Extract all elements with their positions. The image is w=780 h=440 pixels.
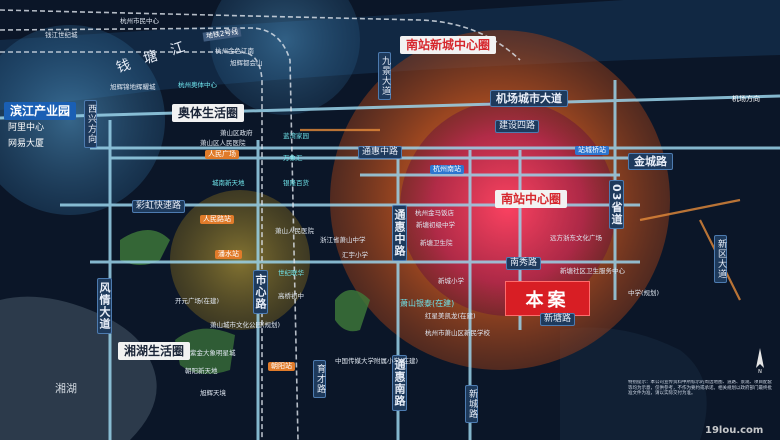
poi-century-lianhua: 世纪联华 (278, 269, 304, 277)
road-jianshe4: 建设四路 (495, 120, 540, 133)
station-renmin-road: 人民路站 (200, 215, 234, 224)
binjiang-circle (0, 25, 165, 215)
zone-olympic-life: 奥体生活圈 (172, 104, 245, 122)
poi-gov: 萧山区政府 (220, 129, 253, 137)
poi-olympic: 杭州奥体中心 (178, 81, 217, 89)
poi-yinlong: 银隆百货 (283, 179, 309, 187)
disclaimer-text: 特别提示：本公司宣传资料中所标示的周边地图、道路、景观、项目配套等均为示意，仅供… (628, 380, 772, 397)
poi-chaoyang-new: 朝阳新天地 (185, 367, 218, 375)
poi-zijin: 紫金大象明星城 (190, 349, 236, 357)
road-tonghui-south: 通惠南路 (392, 355, 407, 411)
lake-label: 湘湖 (55, 382, 77, 395)
road-xinqu: 新区大道 (714, 235, 727, 283)
road-jiujing: 九景大道 (378, 52, 391, 100)
poi-people-hospital: 萧山人民医院 (275, 227, 314, 235)
binjiang-sub-1: 阿里中心 (8, 123, 45, 133)
poi-middle-school-plan: 中学(规划) (628, 289, 660, 297)
road-03: 03省道 (609, 180, 624, 230)
zone-xianghu-life: 湘湖生活圈 (118, 342, 191, 360)
watermark: 19lou.com (705, 425, 764, 436)
station-jincheng: 站城桥站 (575, 146, 609, 155)
poi-gaoqiao: 高桥初中 (278, 292, 304, 300)
poi-civic-center: 杭州市民中心 (120, 17, 159, 25)
poi-qianjiang-city: 钱江世纪城 (45, 31, 78, 39)
binjiang-sub-2: 网易大厦 (8, 139, 45, 149)
olympic-circle (210, 0, 360, 115)
road-nanxiu: 南秀路 (506, 257, 542, 270)
road-shixin: 市心路 (253, 270, 268, 314)
airport-direction: 机场方向 (732, 95, 760, 103)
road-xincheng: 新城路 (465, 385, 478, 423)
zone-binjiang-industry: 滨江产业园 (4, 102, 77, 120)
poi-culture-park: 萧山城市文化公园(规划) (210, 321, 281, 329)
station-panshui: 潘水站 (215, 250, 242, 259)
station-south: 杭州南站 (430, 165, 464, 174)
poi-jinse-jiangnan: 杭州金色江南 (215, 47, 254, 55)
road-tonghui-middle: 通惠中路 (392, 205, 407, 261)
road-tonghui-middle-h: 通惠中路 (358, 146, 403, 159)
road-airport-avenue: 机场城市大道 (490, 90, 568, 107)
zone-south-station-core: 南站中心圈 (495, 190, 568, 208)
xianghu-circle (170, 190, 310, 330)
zone-south-new-city: 南站新城中心圈 (400, 36, 497, 54)
poi-renmin-hospital: 萧山区人民医院 (200, 139, 246, 147)
poi-xiaoshan-middle: 浙江省萧山中学 (320, 236, 366, 244)
poi-huiyu: 汇宇小学 (342, 251, 368, 259)
poi-redstar: 红星美凯龙(在建) (425, 312, 476, 320)
poi-lanwan: 蓝湾家园 (283, 132, 309, 140)
poi-xincheng-primary: 新城小学 (438, 277, 464, 285)
road-yucai: 育才路 (313, 360, 326, 398)
road-xintang: 新塘路 (540, 313, 576, 326)
poi-xuhui-dushan: 旭辉都会山 (230, 59, 263, 67)
poi-kaiyuan: 开元广场(在建) (175, 297, 220, 305)
poi-community-health: 新塘社区卫生服务中心 (560, 267, 625, 275)
poi-xiaoshan-yintai: 萧山银泰(在建) (400, 299, 455, 308)
poi-xuhui-jindi: 旭辉锦地辉耀城 (110, 83, 156, 91)
xixing-direction: 西兴方向 (84, 100, 97, 148)
road-fengqing: 风情大道 (97, 278, 112, 334)
station-chaoyang: 朝阳站 (268, 362, 295, 371)
poi-xinmin-school: 杭州市萧山区新民学校 (425, 329, 490, 337)
poi-culture-square: 远方浙东文化广场 (550, 234, 602, 242)
xianghu-lake-area (0, 296, 157, 440)
poi-xintang-junior: 新塘初级中学 (416, 221, 455, 229)
station-renmin-square: 人民广场 (205, 150, 239, 159)
project-marker[interactable]: 本案 (505, 281, 590, 316)
poi-xuhui-tianjing: 旭辉天境 (200, 389, 226, 397)
poi-chengnan: 城南新天地 (212, 179, 245, 187)
compass-icon: N (756, 348, 764, 374)
road-caihong: 彩虹快速路 (132, 200, 186, 213)
poi-xintang-health: 新塘卫生院 (420, 239, 453, 247)
poi-jinma-hotel: 杭州金马饭店 (415, 209, 454, 217)
poi-wanxiang: 万象汇 (283, 154, 303, 162)
svg-text:N: N (758, 369, 762, 374)
poi-media-primary: 中国传媒大学附属小学(在建) (335, 357, 419, 365)
road-jincheng: 金城路 (628, 153, 673, 170)
